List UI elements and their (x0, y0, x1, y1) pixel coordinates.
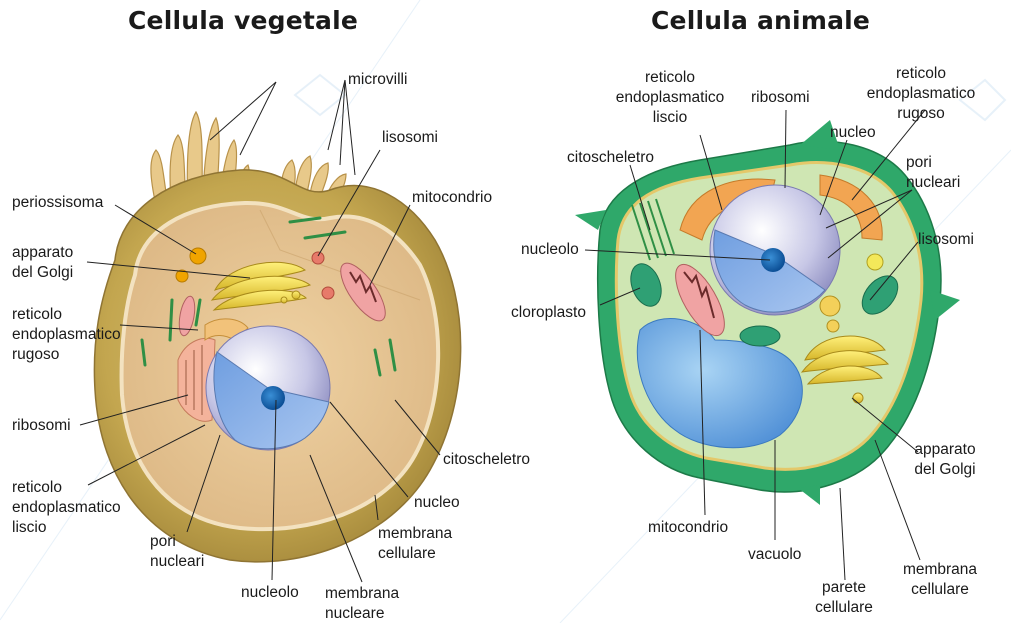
label-ribosomi-right: ribosomi (751, 88, 810, 108)
label-nucleo-right: nucleo (830, 123, 876, 143)
animal-lysosome (867, 254, 883, 270)
label-periossisoma: periossisoma (12, 193, 103, 213)
plant-peroxisome (190, 248, 206, 264)
animal-nucleus (710, 185, 840, 315)
animal-cell (575, 120, 960, 505)
label-cloroplasto: cloroplasto (511, 303, 586, 323)
label-nucleolo-left: nucleolo (241, 583, 299, 603)
label-mitocondrio-left: mitocondrio (412, 188, 492, 208)
label-nucleo-left: nucleo (414, 493, 460, 513)
label-mitocondrio-right: mitocondrio (648, 518, 728, 538)
label-nucleolo-right: nucleolo (521, 240, 579, 260)
plant-lysosome (312, 252, 324, 264)
label-citoscheletro-right: citoscheletro (567, 148, 654, 168)
label-citoscheletro-left: citoscheletro (443, 450, 530, 470)
plant-nucleus (206, 326, 330, 450)
label-lisosomi-right: lisosomi (918, 230, 974, 250)
label-vacuolo: vacuolo (748, 545, 801, 565)
label-ribosomi-left: ribosomi (12, 416, 71, 436)
label-lisosomi-left: lisosomi (382, 128, 438, 148)
label-microvilli: microvilli (348, 70, 407, 90)
